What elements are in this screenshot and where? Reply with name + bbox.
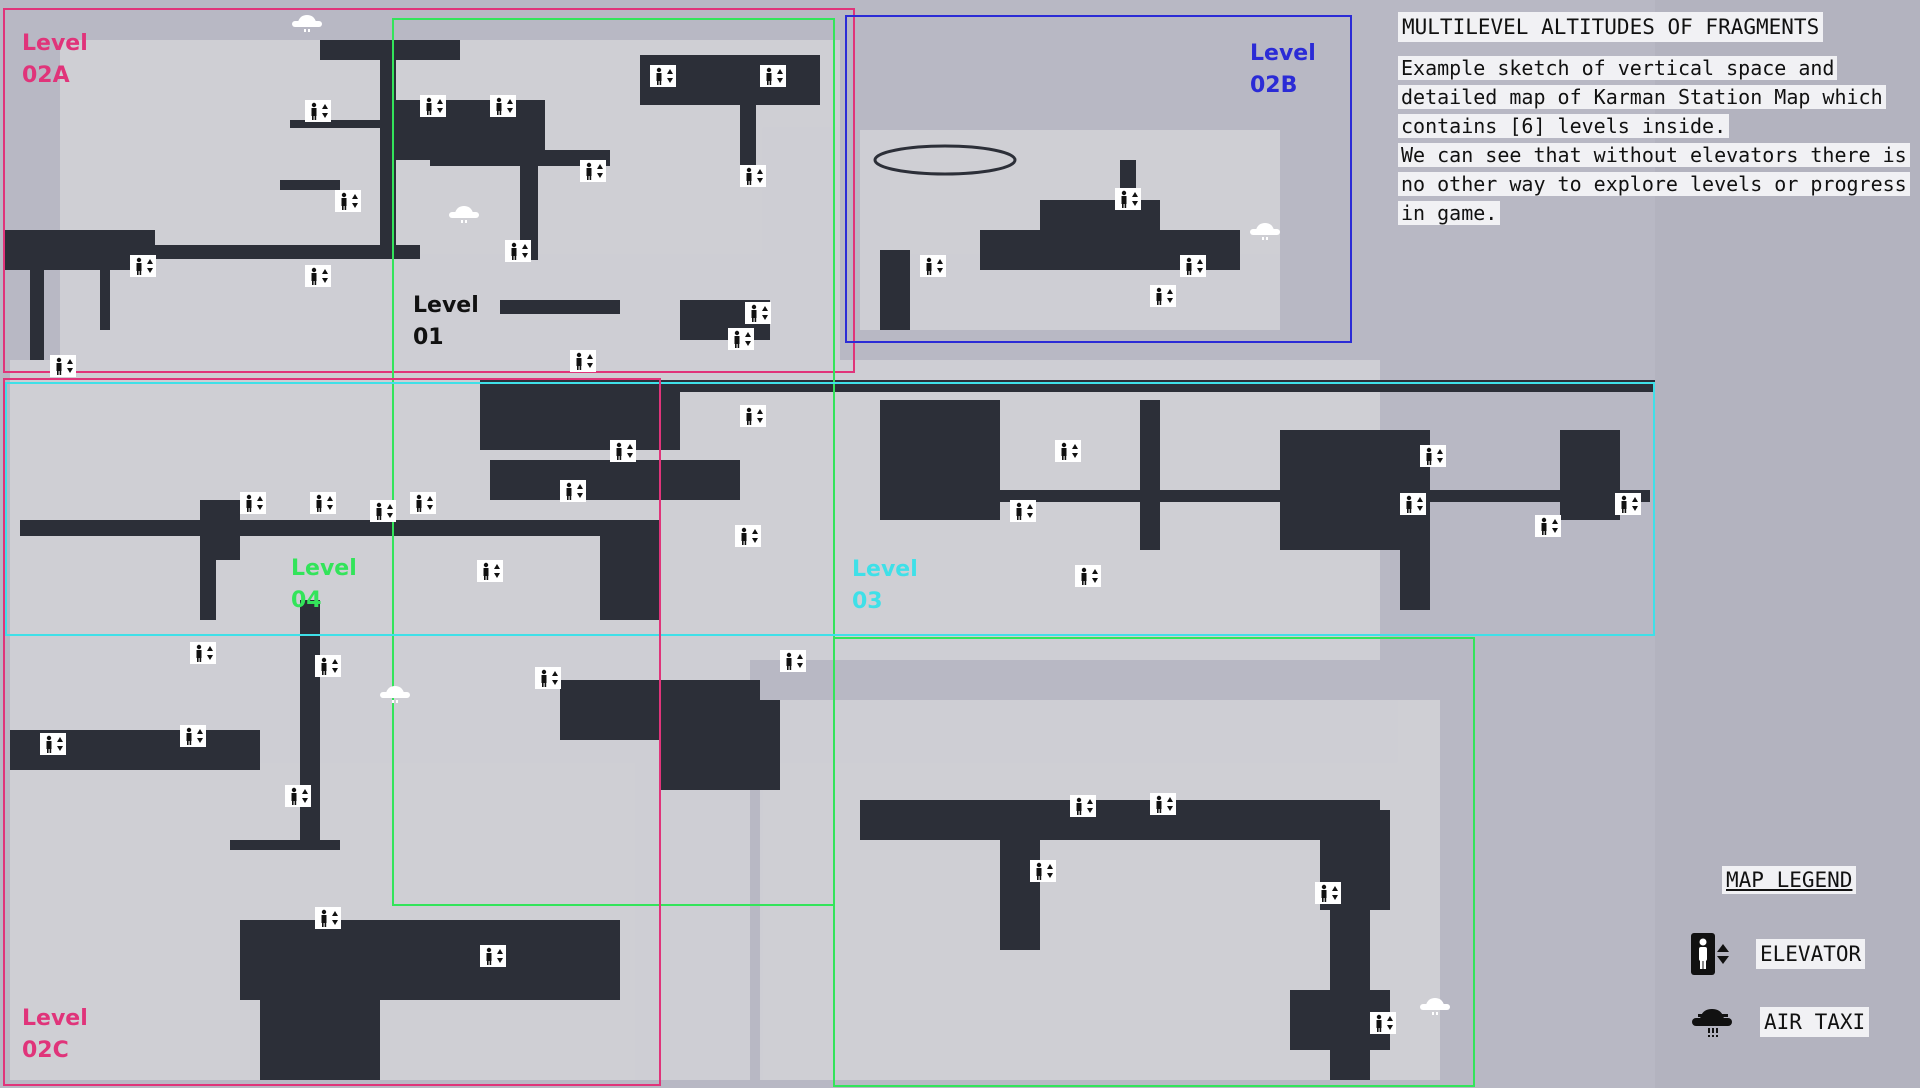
elevator-icon	[305, 100, 331, 122]
elevator-icon	[50, 355, 76, 377]
elevator-icon	[477, 560, 503, 582]
level-02b-box	[845, 15, 1352, 343]
elevator-icon	[1691, 933, 1729, 975]
level-01-label: Level 01	[413, 293, 479, 350]
description-line: Example sketch of vertical space and	[1398, 56, 1838, 80]
elevator-icon	[728, 328, 754, 350]
station-map-canvas: Level 02A Level 01 Level 02B Level 04 Le…	[3, 8, 1655, 1087]
elevator-icon	[760, 65, 786, 87]
elevator-icon	[240, 492, 266, 514]
description-line: detailed map of Karman Station Map which	[1398, 85, 1886, 109]
page-title: MULTILEVEL ALTITUDES OF FRAGMENTS	[1398, 12, 1824, 42]
description-line: in game.	[1398, 201, 1501, 225]
elevator-icon	[1400, 493, 1426, 515]
elevator-icon	[1055, 440, 1081, 462]
legend-item-air-taxi: AIR TAXI	[1690, 1003, 1870, 1041]
elevator-icon	[920, 255, 946, 277]
elevator-icon	[420, 95, 446, 117]
air-taxi-icon	[380, 686, 410, 703]
air-taxi-icon	[1692, 1009, 1732, 1037]
description-line: no other way to explore levels or progre…	[1398, 172, 1910, 196]
elevator-icon	[305, 265, 331, 287]
description-line: We can see that without elevators there …	[1398, 143, 1910, 167]
level-04-box	[833, 637, 1475, 1087]
level-03-label: Level 03	[852, 557, 918, 614]
elevator-icon	[1075, 565, 1101, 587]
level-02b-label: Level 02B	[1250, 41, 1316, 98]
air-taxi-icon	[292, 15, 322, 32]
elevator-icon	[1315, 882, 1341, 904]
legend-label-air-taxi: AIR TAXI	[1760, 1007, 1870, 1037]
level-02a-box	[3, 8, 855, 373]
level-03-box	[5, 382, 1655, 636]
elevator-icon	[740, 405, 766, 427]
elevator-icon	[1615, 493, 1641, 515]
level-04-label: Level 04	[291, 556, 357, 613]
elevator-icon	[560, 480, 586, 502]
elevator-icon	[1010, 500, 1036, 522]
level-01-box	[392, 18, 835, 906]
elevator-icon	[740, 165, 766, 187]
elevator-icon	[1370, 1012, 1396, 1034]
level-02a-label: Level 02A	[22, 31, 88, 88]
elevator-icon	[1150, 285, 1176, 307]
elevator-icon	[370, 500, 396, 522]
elevator-icon	[535, 667, 561, 689]
elevator-icon	[745, 302, 771, 324]
elevator-icon	[180, 725, 206, 747]
elevator-icon	[735, 525, 761, 547]
air-taxi-icon	[1420, 998, 1450, 1015]
legend-item-elevator: ELEVATOR	[1690, 932, 1866, 976]
air-taxi-icon	[1250, 223, 1280, 240]
elevator-icon	[650, 65, 676, 87]
elevator-icon	[335, 190, 361, 212]
elevator-icon	[130, 255, 156, 277]
description-line: contains [6] levels inside.	[1398, 114, 1730, 138]
elevator-icon	[580, 160, 606, 182]
air-taxi-icon	[449, 206, 479, 223]
elevator-icon	[780, 650, 806, 672]
elevator-icon	[480, 945, 506, 967]
elevator-icon	[1150, 793, 1176, 815]
elevator-icon	[285, 785, 311, 807]
level-02c-label: Level 02C	[22, 1006, 88, 1063]
elevator-icon	[1115, 188, 1141, 210]
page-description: Example sketch of vertical space and det…	[1398, 54, 1913, 228]
elevator-icon	[1535, 515, 1561, 537]
elevator-icon	[40, 733, 66, 755]
elevator-icon	[190, 642, 216, 664]
elevator-icon	[1070, 795, 1096, 817]
elevator-icon	[505, 240, 531, 262]
elevator-icon	[410, 492, 436, 514]
station-structures	[5, 40, 1655, 1080]
elevator-icon	[315, 907, 341, 929]
elevator-icon	[570, 350, 596, 372]
elevator-icon	[610, 440, 636, 462]
elevator-icon	[1030, 860, 1056, 882]
elevator-icon	[1420, 445, 1446, 467]
elevator-icon	[490, 95, 516, 117]
level-02c-box	[3, 378, 661, 1086]
legend-title: MAP LEGEND	[1722, 866, 1857, 894]
elevator-icon	[315, 655, 341, 677]
elevator-icon	[1180, 255, 1206, 277]
legend-label-elevator: ELEVATOR	[1756, 939, 1866, 969]
elevator-icon	[310, 492, 336, 514]
